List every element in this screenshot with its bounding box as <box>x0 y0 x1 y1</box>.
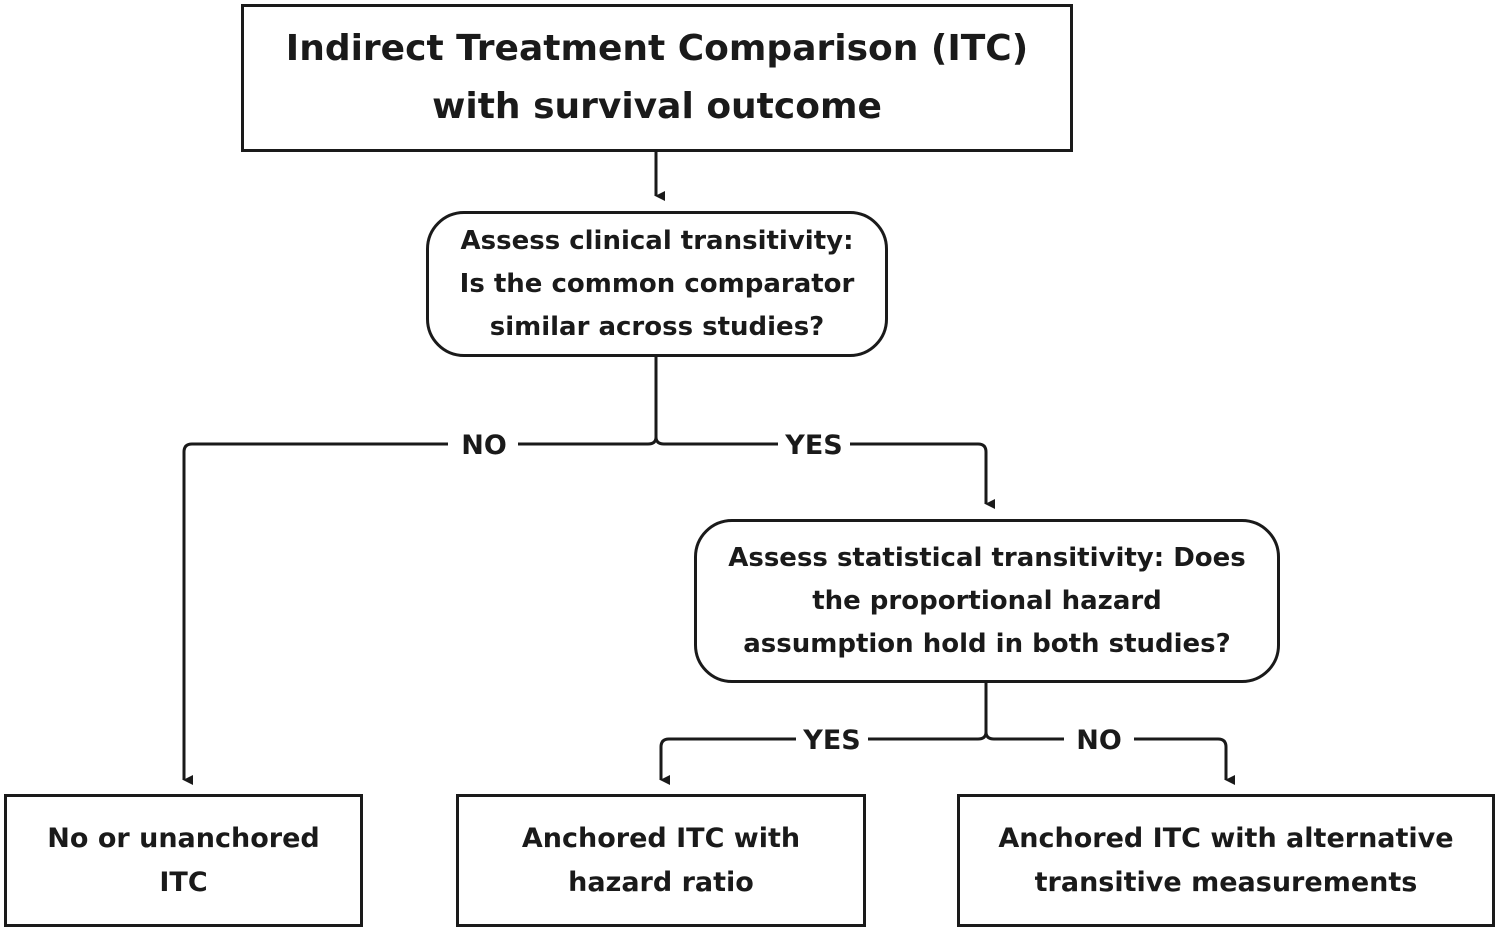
arrow-statistical-no <box>994 737 1226 780</box>
edge-label-statistical-no: NO <box>1076 725 1122 756</box>
arrow-clinical-yes <box>664 442 986 504</box>
statistical-transitivity-decision: Assess statistical transitivity: Does th… <box>694 519 1280 683</box>
outcome-anchored-itc-hazard-ratio: Anchored ITC with hazard ratio <box>456 794 866 927</box>
title-line-1: Indirect Treatment Comparison (ITC) <box>285 28 1029 69</box>
edge-label-statistical-yes: YES <box>802 725 860 756</box>
edge-label-clinical-no: NO <box>461 430 507 461</box>
clinical-question-line-3: similar across studies? <box>489 311 825 342</box>
title-line-2: with survival outcome <box>432 86 882 127</box>
statistical-question-line-2: the proportional hazard <box>812 585 1162 616</box>
statistical-question-line-1: Assess statistical transitivity: Does <box>728 542 1246 573</box>
statistical-question-line-3: assumption hold in both studies? <box>743 628 1231 659</box>
clinical-transitivity-decision: Assess clinical transitivity: Is the com… <box>426 211 888 357</box>
title-box: Indirect Treatment Comparison (ITC) with… <box>241 4 1073 152</box>
outcome-unanchored-itc: No or unanchored ITC <box>4 794 363 927</box>
line-statistical-trunk <box>984 683 995 741</box>
line-clinical-trunk <box>654 357 665 446</box>
clinical-question-line-2: Is the common comparator <box>459 268 855 299</box>
outcome-anchored-itc-alternative: Anchored ITC with alternative transitive… <box>957 794 1495 927</box>
outcome-hazard-ratio-line-2: hazard ratio <box>568 866 754 898</box>
arrow-clinical-no <box>184 442 648 780</box>
arrow-statistical-yes <box>661 737 978 780</box>
clinical-question-line-1: Assess clinical transitivity: <box>460 225 854 256</box>
outcome-alternative-line-1: Anchored ITC with alternative <box>998 822 1454 854</box>
outcome-unanchored-line-1: No or unanchored <box>47 822 320 854</box>
outcome-unanchored-line-2: ITC <box>159 866 208 898</box>
edge-label-clinical-yes: YES <box>784 430 842 461</box>
line-clinical-trunk-left <box>647 436 658 446</box>
outcome-alternative-line-2: transitive measurements <box>1034 866 1418 898</box>
line-statistical-trunk-left <box>977 731 988 741</box>
outcome-hazard-ratio-line-1: Anchored ITC with <box>521 822 801 854</box>
